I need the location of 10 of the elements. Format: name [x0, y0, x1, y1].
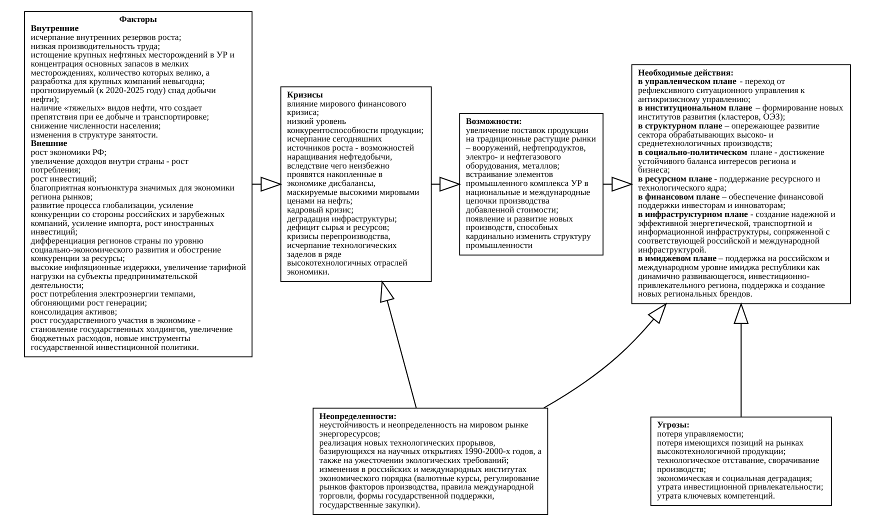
node-box: Неопределенности: неустойчивость и неопределенность на мировом рынке энергоресурсов; реализация новых технологических прорывов, базирующихся на научных открытиях 1990-2000-х годов, а также на ужесточении экологических требований; изменения в российских и международных институтах экономического порядка (валютные курсы, регулирование рынков факторов производства, правила международной торговли, формы государственной поддержки, государственные закупки). — [312, 408, 548, 515]
node-box: Возможности: увеличение поставок продукции на традиционные растущие рынки – вооружений, нефтепродуктов, электро- и нефтегазового оборудования, металлов; встраивание элементов промышленного комплекса УР в национальные и международные цепочки производства добавленной стоимости; появление и развитие новых производств, способных кардинально изменить структуру промышленности — [458, 112, 603, 256]
arrow — [542, 302, 667, 409]
node-box: Кризисы влияние мирового финансового кризиса; низкий уровень конкурентоспособности продукции; исчерпание сегодняшних источников роста - возможностей наращивания нефтедобычи, вследствие чего неизбежно проявятся накопленные в экономике дисбалансы, маскируемые высокими мировыми ценами на нефть; кадровый кризис; деградация инфраструктуры; дефицит сырья и ресурсов; кризисы перепроизводства, исчерпание технологических заделов в ряде высокотехнологичных отраслей экономики. — [280, 86, 432, 282]
node-box: Угрозы: потеря управляемости; потеря имеющихся позиций на рынках высокотехнологичной продукции; технологическое отставание, сворачивание производств; экономическая и социальная деградация; утрата инвестиционной привлекательности; утрата ключевых компетенций. — [650, 416, 832, 506]
node-box: Необходимые действия: в управленческом плане - переход от рефлексивного ситуационного управления к антикризисному управлению; в институциональном плане – формирование новых институтов развития (кластеров, ОЭЗ); в структурном плане – опережающее развитие сектора обрабатывающих высоко- и среднетехнологичных производств; в социально-политическом плане - достижение устойчивого баланса интересов региона и бизнеса; в ресурсном плане - поддержание ресурсного и технологического ядра; в финансовом плане – обеспечение финансовой поддержки инвесторам и инноваторам; в инфраструктурном плане - создание надежной и эффективной энергетической, транспортной и информационной инфраструктуры, сопряженной с соответствующей российской и международной инфраструктурой. в имиджевом плане – поддержка на российском и международном уровне имиджа республики как динамично развивающегося, инвестиционно- привлекательного региона, поддержка и создание новых региональных брендов. — [630, 64, 850, 304]
arrow — [380, 280, 416, 408]
arrow — [733, 302, 748, 417]
arrow — [430, 176, 461, 192]
node-box: Факторы Внутренние исчерпание внутренних резервов роста; низкая производительность труда; истощение крупных нефтяных месторождений в УР и концентрация основных запасов в мелких месторождениях, количество которых велико, а разработка для крупных компаний невыгодна; прогнозируемый (к 2020-2025 году) спад добычи нефти); наличие «тяжелых» видов нефти, что создает препятствия при ее добыче и транспортировке; снижение численности населения; изменения в структуре занятости. Внешние рост экономики РФ; увеличение доходов внутри страны - рост потребления; рост инвестиций; благоприятная конъюнктура значимых для экономики региона рынков; развитие процесса глобализации, усиление конкуренции со стороны российских и зарубежных компаний, усиление импорта, рост иностранных инвестиций; дифференциация регионов страны по уровню социально-экономического развития и обострение конкуренции за ресурсы; высокие инфляционные издержки, увеличение тарифной нагрузки на субъекты предпринимательской деятельности; рост потребления электроэнергии темпами, обгоняющими рост генерации; консолидация активов; рост государственного участия в экономике - становление государственных холдингов, увеличение бюджетных расходов, новые инструменты государственной инвестиционной политики. — [24, 11, 252, 358]
